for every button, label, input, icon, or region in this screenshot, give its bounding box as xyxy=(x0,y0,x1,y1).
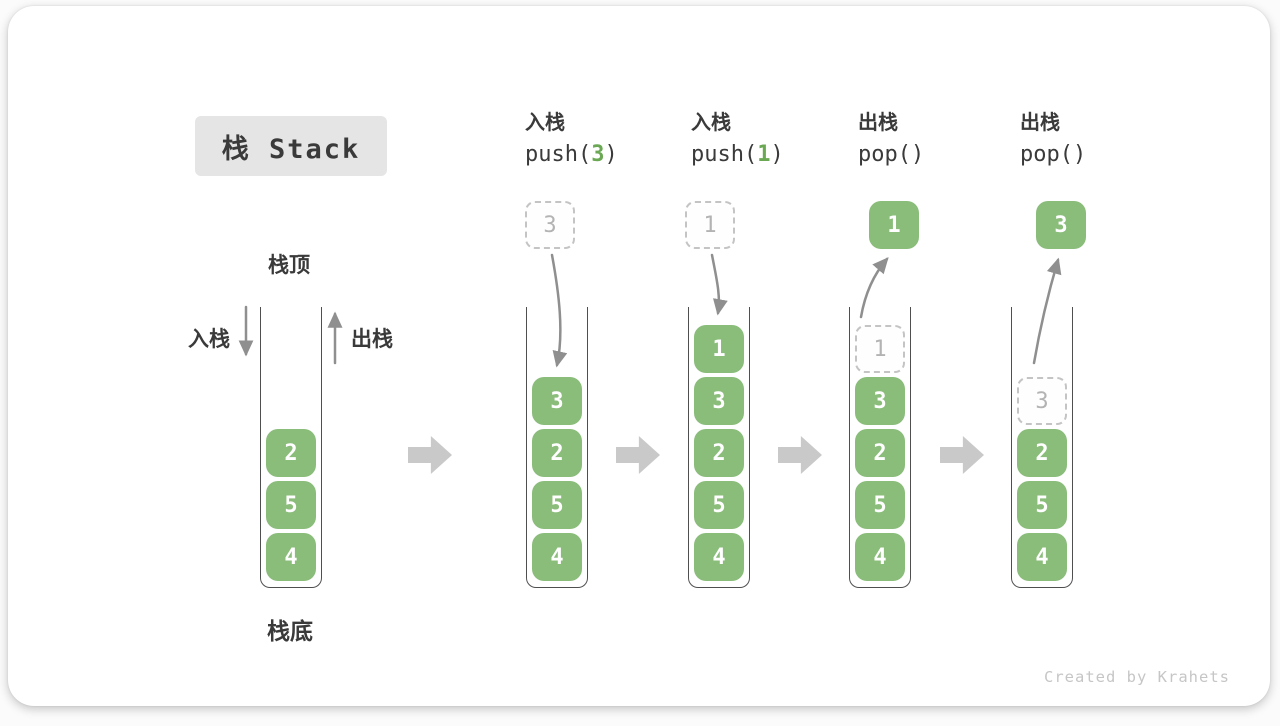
arrow-right-icon xyxy=(616,436,660,474)
stack-block: 2 xyxy=(855,429,905,477)
push-side-label: 入栈 xyxy=(188,327,230,351)
code-post: ) xyxy=(604,142,618,167)
code-post: ) xyxy=(770,142,784,167)
code-pre: pop( xyxy=(858,142,911,167)
stack-block: 3 xyxy=(532,377,582,425)
diagram-card: 栈 Stack 入栈 push(3) 入栈 push(1) 出栈 pop() 出… xyxy=(8,6,1270,706)
op-code: push(1) xyxy=(691,144,784,166)
ghost-value-box: 3 xyxy=(1017,377,1067,425)
code-pre: pop( xyxy=(1020,142,1073,167)
stack-block: 5 xyxy=(855,481,905,529)
code-pre: push( xyxy=(525,142,592,167)
op-name: 入栈 xyxy=(691,110,731,134)
op-name: 入栈 xyxy=(525,110,565,134)
stack-block: 2 xyxy=(694,429,744,477)
stack-top-label: 栈顶 xyxy=(268,253,310,277)
arrows-overlay xyxy=(238,253,1062,368)
stack-well-5 xyxy=(1011,307,1073,588)
stack-block: 3 xyxy=(694,377,744,425)
arrow-right-icon xyxy=(778,436,822,474)
op-label-pop-2: 出栈 pop() xyxy=(1020,112,1086,166)
stack-block: 4 xyxy=(694,533,744,581)
stack-block: 2 xyxy=(532,429,582,477)
stack-block: 2 xyxy=(266,429,316,477)
stack-block: 1 xyxy=(694,325,744,373)
stack-block: 5 xyxy=(532,481,582,529)
stack-block: 5 xyxy=(1017,481,1067,529)
stack-well-3 xyxy=(688,307,750,588)
code-arg: 3 xyxy=(591,142,605,167)
code-post: ) xyxy=(1072,142,1087,167)
op-label-push-1: 入栈 push(1) xyxy=(691,112,784,166)
op-code: pop() xyxy=(1020,144,1086,166)
push-1-arrow-icon xyxy=(710,253,728,316)
stack-block: 4 xyxy=(1017,533,1067,581)
popped-value-box: 3 xyxy=(1036,201,1086,249)
op-name: 出栈 xyxy=(858,110,898,134)
ghost-value-box: 1 xyxy=(855,325,905,373)
code-pre: push( xyxy=(691,142,758,167)
stack-block: 2 xyxy=(1017,429,1067,477)
stack-block: 4 xyxy=(266,533,316,581)
page-title: 栈 Stack xyxy=(221,133,361,165)
title-badge: 栈 Stack xyxy=(195,116,387,176)
code-arg: 1 xyxy=(757,142,771,167)
stack-block: 5 xyxy=(266,481,316,529)
stack-well-2 xyxy=(526,307,588,588)
stack-block: 4 xyxy=(855,533,905,581)
code-post: ) xyxy=(910,142,925,167)
watermark: Created by Krahets xyxy=(1044,668,1230,686)
stack-block: 4 xyxy=(532,533,582,581)
op-label-push-3: 入栈 push(3) xyxy=(525,112,618,166)
stack-block: 3 xyxy=(855,377,905,425)
arrow-right-icon xyxy=(940,436,984,474)
op-code: pop() xyxy=(858,144,924,166)
stack-well-4 xyxy=(849,307,911,588)
stack-block: 5 xyxy=(694,481,744,529)
arrow-right-icon xyxy=(408,436,452,474)
op-label-pop-1: 出栈 pop() xyxy=(858,112,924,166)
stack-well-1 xyxy=(260,307,322,588)
stack-bottom-label: 栈底 xyxy=(267,619,313,645)
op-code: push(3) xyxy=(525,144,618,166)
pop-side-label: 出栈 xyxy=(351,327,393,351)
popped-value-box: 1 xyxy=(869,201,919,249)
incoming-value-box: 3 xyxy=(525,201,575,249)
op-name: 出栈 xyxy=(1020,110,1060,134)
incoming-value-box: 1 xyxy=(685,201,735,249)
